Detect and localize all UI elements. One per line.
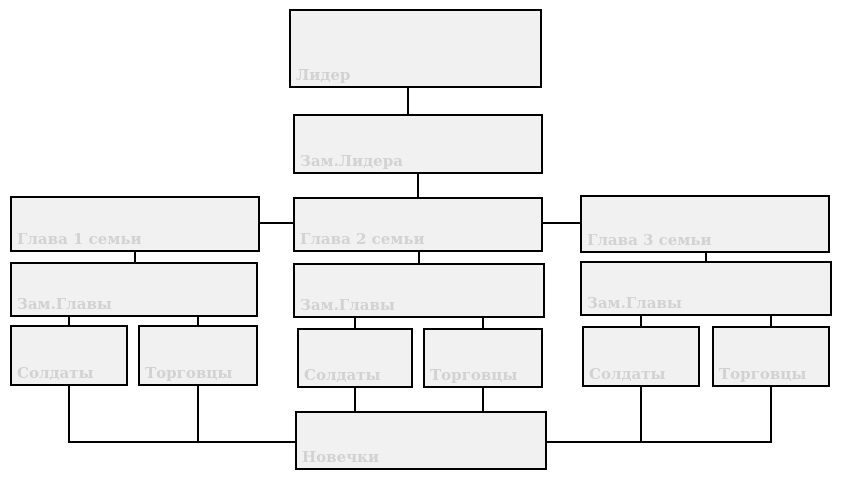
connector-head3-deputyhead3 [705,253,707,261]
connector-deputy-head2 [417,174,419,197]
connector-soldiers1-newbies-vertical [68,386,70,443]
connector-traders2-newbies [482,388,484,411]
connector-right-group-newbies-horizontal [547,441,772,443]
connector-head2-deputyhead2 [418,252,420,263]
connector-deputyhead1-traders1 [197,317,199,325]
node-deputy-head-1: Зам.Главы [10,262,258,317]
node-head-1-label: Глава 1 семьи [17,230,142,248]
connector-leader-deputy [407,88,409,114]
node-soldiers-3-label: Солдаты [589,365,666,383]
connector-head1-head2 [260,222,293,224]
connector-deputyhead3-soldiers3 [640,316,642,326]
connector-soldiers3-newbies-vertical [640,387,642,443]
node-newbies-label: Новечки [302,448,380,466]
connector-deputyhead2-soldiers2 [354,318,356,328]
node-traders-2: Торговцы [423,328,543,388]
connector-deputyhead3-traders3 [770,316,772,326]
node-traders-1: Торговцы [138,325,258,386]
connector-deputyhead2-traders2 [482,318,484,328]
node-deputy-head-3-label: Зам.Главы [587,294,682,312]
connector-traders3-newbies-vertical [770,387,772,443]
node-deputy-leader: Зам.Лидера [293,114,543,174]
connector-deputyhead1-soldiers1 [68,317,70,325]
connector-soldiers2-newbies [354,388,356,411]
node-leader: Лидер [289,9,542,88]
node-deputy-head-3: Зам.Главы [580,261,832,316]
node-traders-3: Торговцы [712,326,830,387]
connector-left-group-newbies-horizontal [68,441,295,443]
node-head-2-label: Глава 2 семьи [300,230,425,248]
node-head-2: Глава 2 семьи [293,197,543,252]
node-traders-2-label: Торговцы [430,366,518,384]
node-leader-label: Лидер [296,66,351,84]
node-deputy-head-1-label: Зам.Главы [17,295,112,313]
node-soldiers-2-label: Солдаты [304,366,381,384]
node-head-3: Глава 3 семьи [580,195,830,253]
connector-head1-deputyhead1 [134,252,136,262]
node-soldiers-3: Солдаты [582,326,700,387]
connector-head2-head3 [543,222,580,224]
node-deputy-head-2-label: Зам.Главы [300,296,395,314]
node-soldiers-1: Солдаты [10,325,128,386]
node-traders-1-label: Торговцы [145,364,233,382]
node-head-1: Глава 1 семьи [10,196,260,252]
node-traders-3-label: Торговцы [719,365,807,383]
node-head-3-label: Глава 3 семьи [587,231,712,249]
connector-traders1-newbies-vertical [197,386,199,443]
node-soldiers-2: Солдаты [297,328,413,388]
node-soldiers-1-label: Солдаты [17,364,94,382]
node-deputy-head-2: Зам.Главы [293,263,545,318]
node-deputy-leader-label: Зам.Лидера [300,152,403,170]
node-newbies: Новечки [295,411,547,470]
